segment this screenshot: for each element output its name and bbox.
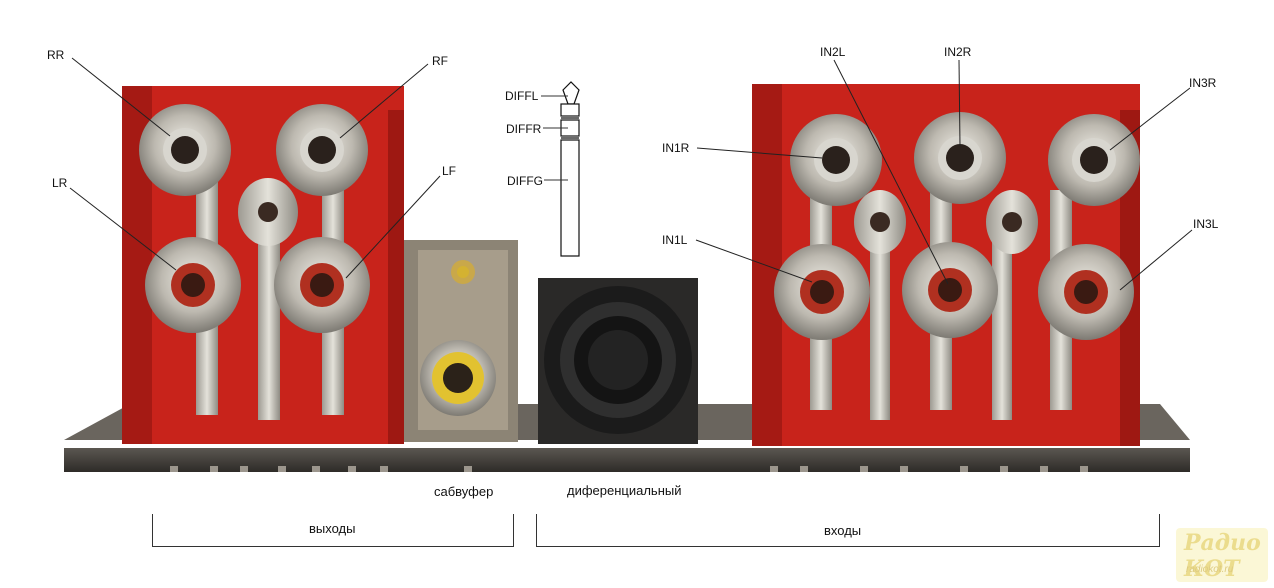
base-plate [64,448,1190,472]
label-diffg: DIFFG [507,174,543,188]
outputs-label: выходы [309,521,356,536]
label-in2l: IN2L [820,45,846,59]
rca-jack-in3r [1048,114,1140,206]
watermark-title: Радио КОТ [1184,530,1261,582]
label-in1r: IN1R [662,141,690,155]
rca-jack-rr [139,104,231,196]
label-rf: RF [432,54,448,68]
inputs-bracket [536,514,1160,547]
rca-jack-lr [145,237,241,333]
rca-jack-rf [276,104,368,196]
solder-bumps [170,466,1088,472]
rca-jack-in2r [914,112,1006,204]
rca-jack-in1r [790,114,882,206]
label-lr: LR [52,176,68,190]
leader-lines [69,57,1193,291]
rca-jack-lf [274,237,370,333]
subwoofer-rca-jack [420,260,496,416]
caption-subwoofer: сабвуфер [434,484,494,499]
pin-tab [992,220,1012,420]
label-rr: RR [47,48,65,62]
label-lf: LF [442,164,457,178]
rca-jack-in1l [774,244,870,340]
pin-tab [870,220,890,420]
label-in2r: IN2R [944,45,972,59]
caption-differential: диференциальный [567,483,682,498]
label-in1l: IN1L [662,233,688,247]
outputs-bracket [152,514,514,547]
watermark-url: radiokot.ru [1186,564,1234,575]
label-in3l: IN3L [1193,217,1219,231]
trs-plug-diagram [541,81,580,257]
label-diffr: DIFFR [506,122,542,136]
rca-jack-in3l [1038,244,1134,340]
label-in3r: IN3R [1189,76,1217,90]
rca-jack-in2l [902,242,998,338]
inputs-label: входы [824,523,862,538]
differential-jack [544,286,692,434]
pin-tab [258,210,280,420]
label-diffl: DIFFL [505,89,539,103]
watermark-logo: Радио КОТ radiokot.ru [1176,528,1268,582]
